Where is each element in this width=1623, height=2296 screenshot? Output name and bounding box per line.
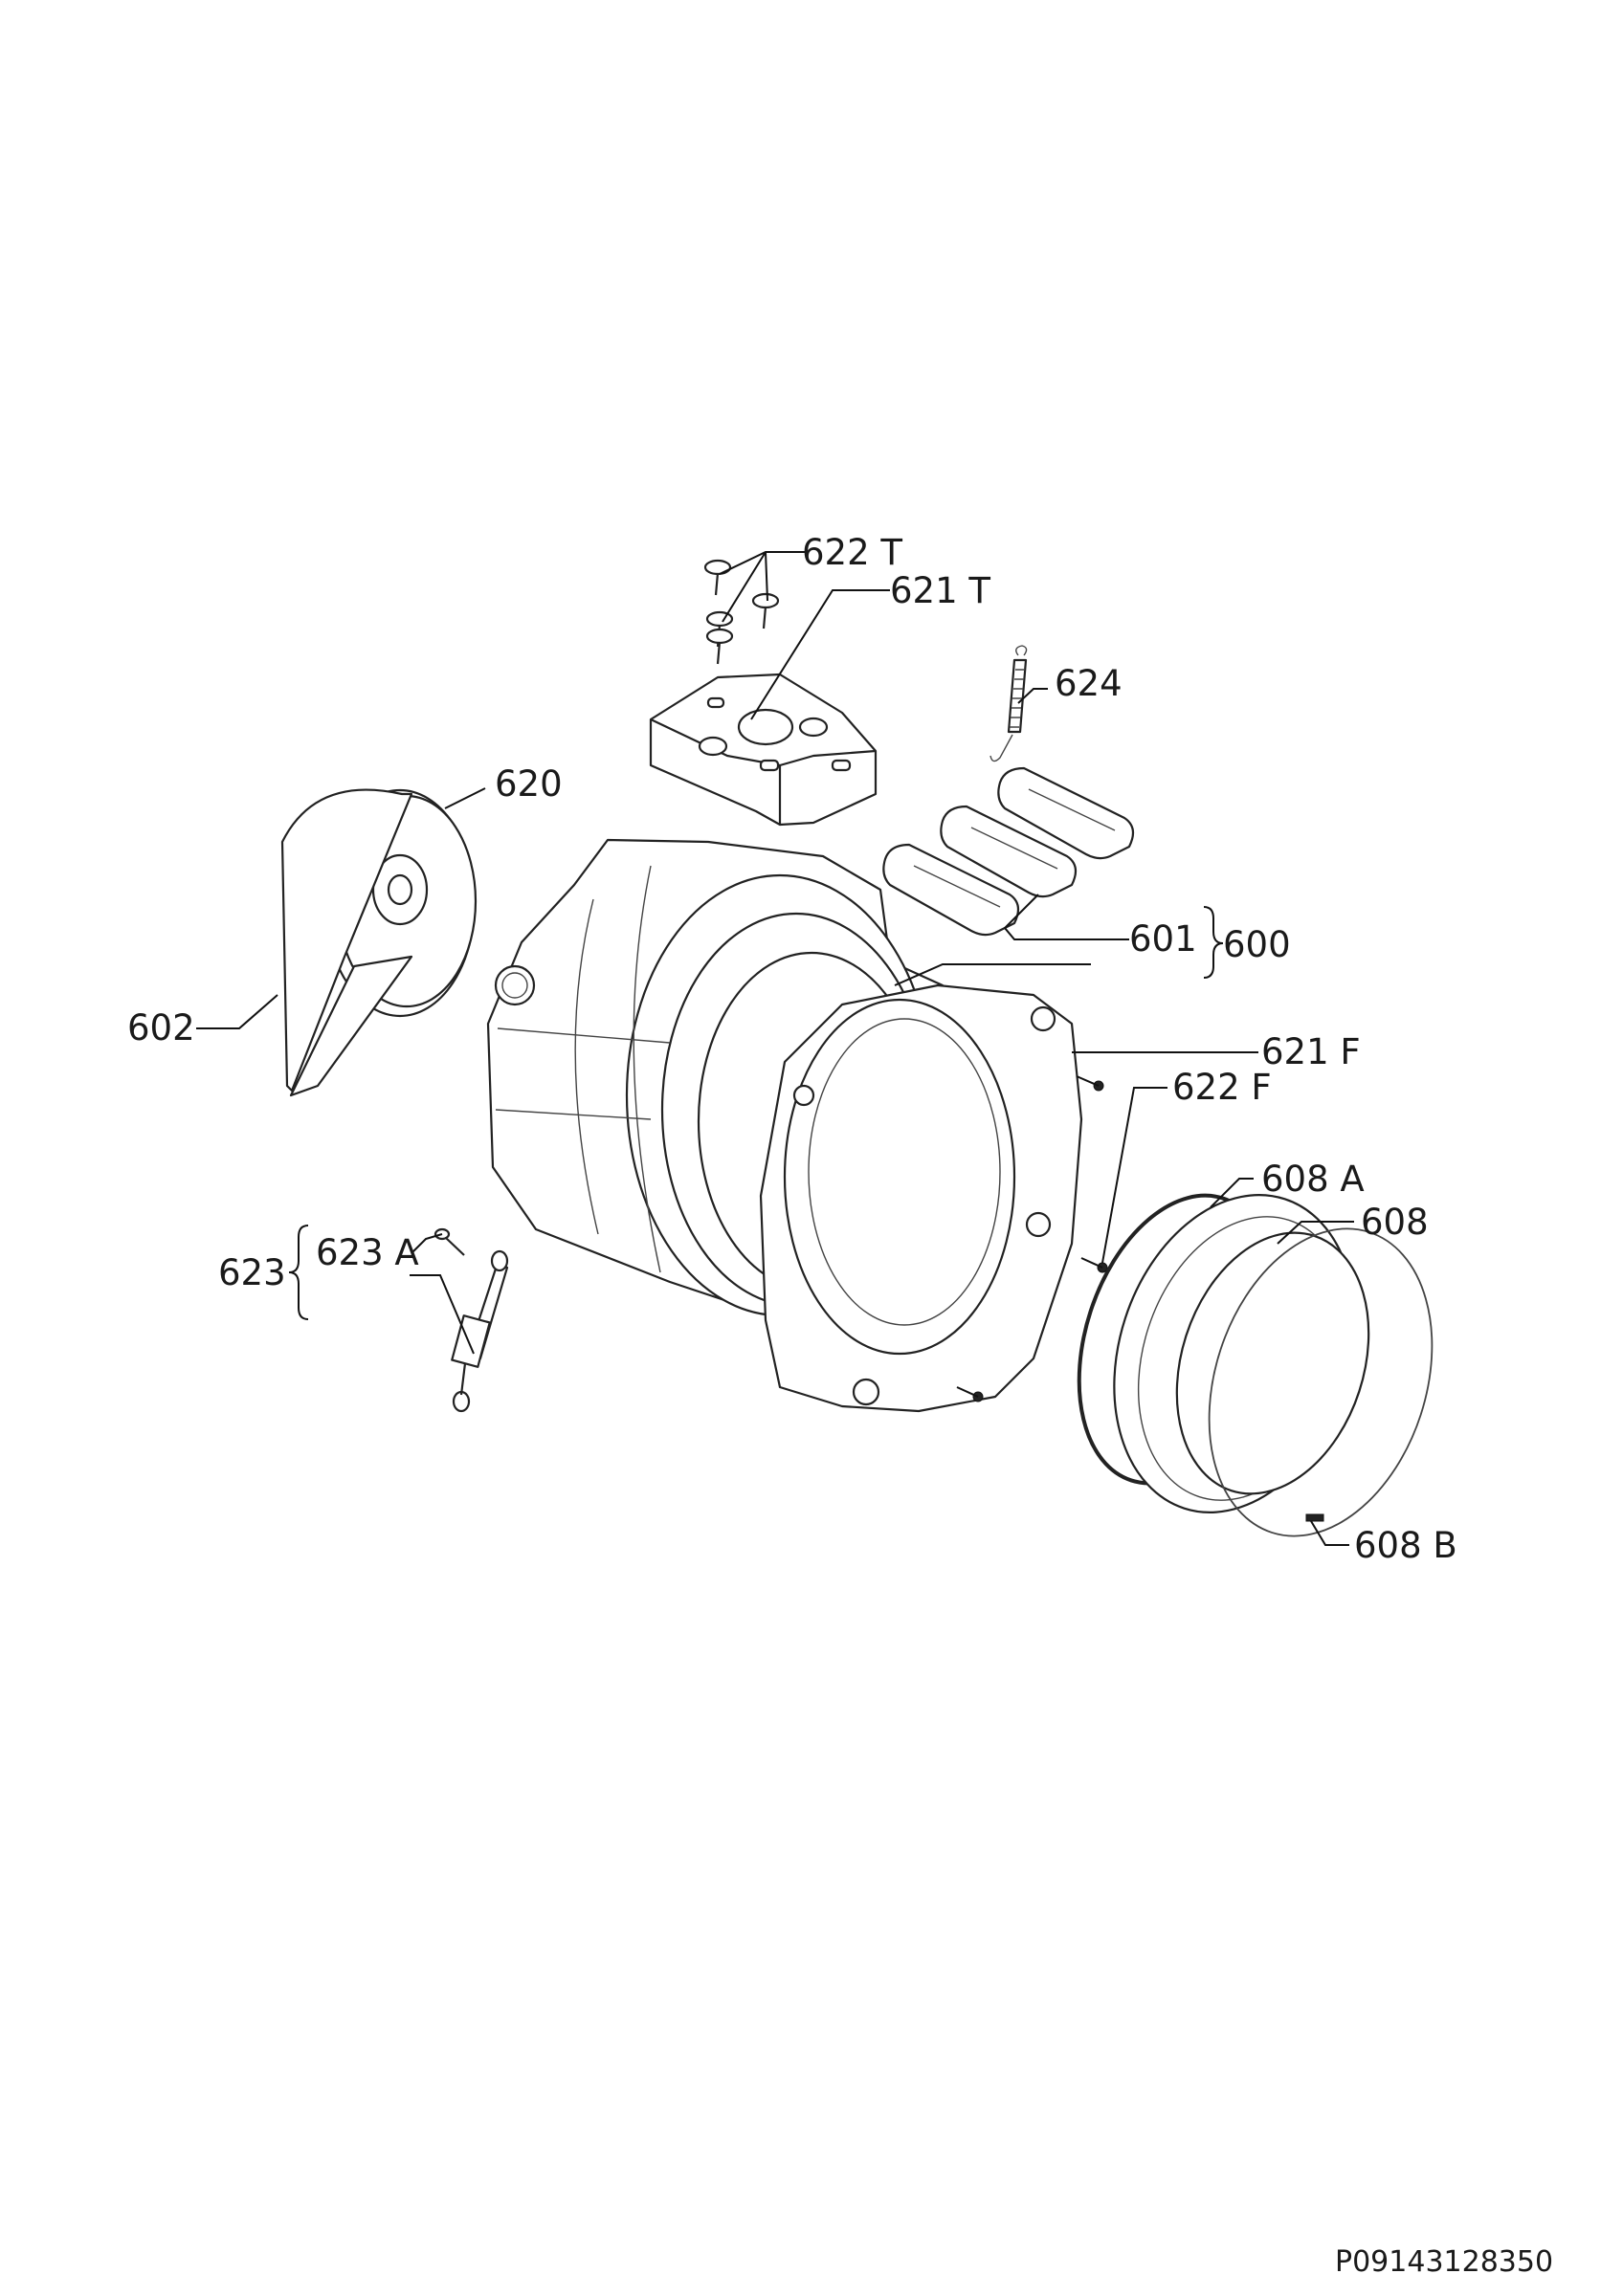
clamp-ring-608b bbox=[1208, 1227, 1434, 1537]
screw-622f-a bbox=[1076, 1075, 1104, 1092]
screw-622t-a bbox=[703, 559, 732, 596]
label-602: 602 bbox=[127, 1007, 195, 1049]
label-601: 601 bbox=[1129, 918, 1197, 960]
label-623: 623 bbox=[218, 1252, 286, 1293]
screw-622t-d bbox=[705, 628, 734, 665]
belt-602 bbox=[280, 788, 413, 1097]
label-621t: 621 T bbox=[890, 570, 990, 611]
label-624: 624 bbox=[1055, 663, 1123, 704]
counterweight-top-621t bbox=[649, 673, 878, 827]
door-seal-608 bbox=[1113, 1194, 1370, 1513]
counterweight-front-621f bbox=[759, 983, 1083, 1413]
label-608a: 608 A bbox=[1261, 1159, 1365, 1200]
label-622t: 622 T bbox=[802, 532, 902, 573]
label-608: 608 bbox=[1361, 1202, 1429, 1243]
drum-paddles-601 bbox=[882, 766, 1135, 937]
label-621f: 621 F bbox=[1261, 1031, 1361, 1072]
label-608b: 608 B bbox=[1354, 1525, 1457, 1566]
leader-lines bbox=[196, 551, 1354, 1546]
screws-622f bbox=[956, 1075, 1108, 1402]
screw-622t-group bbox=[703, 559, 780, 665]
drawing-code: P09143128350 bbox=[1335, 2245, 1553, 2279]
label-600: 600 bbox=[1223, 924, 1291, 965]
screw-622f-c bbox=[956, 1386, 984, 1402]
label-623a: 623 A bbox=[316, 1232, 419, 1273]
spring-624 bbox=[989, 645, 1028, 762]
label-622f: 622 F bbox=[1172, 1067, 1272, 1108]
shock-absorber-623 bbox=[434, 1227, 509, 1413]
screw-622t-b bbox=[751, 592, 780, 629]
brace-600 bbox=[1203, 906, 1224, 979]
brace-623 bbox=[288, 1225, 309, 1320]
pin-623a bbox=[434, 1227, 465, 1256]
label-620: 620 bbox=[495, 763, 563, 805]
